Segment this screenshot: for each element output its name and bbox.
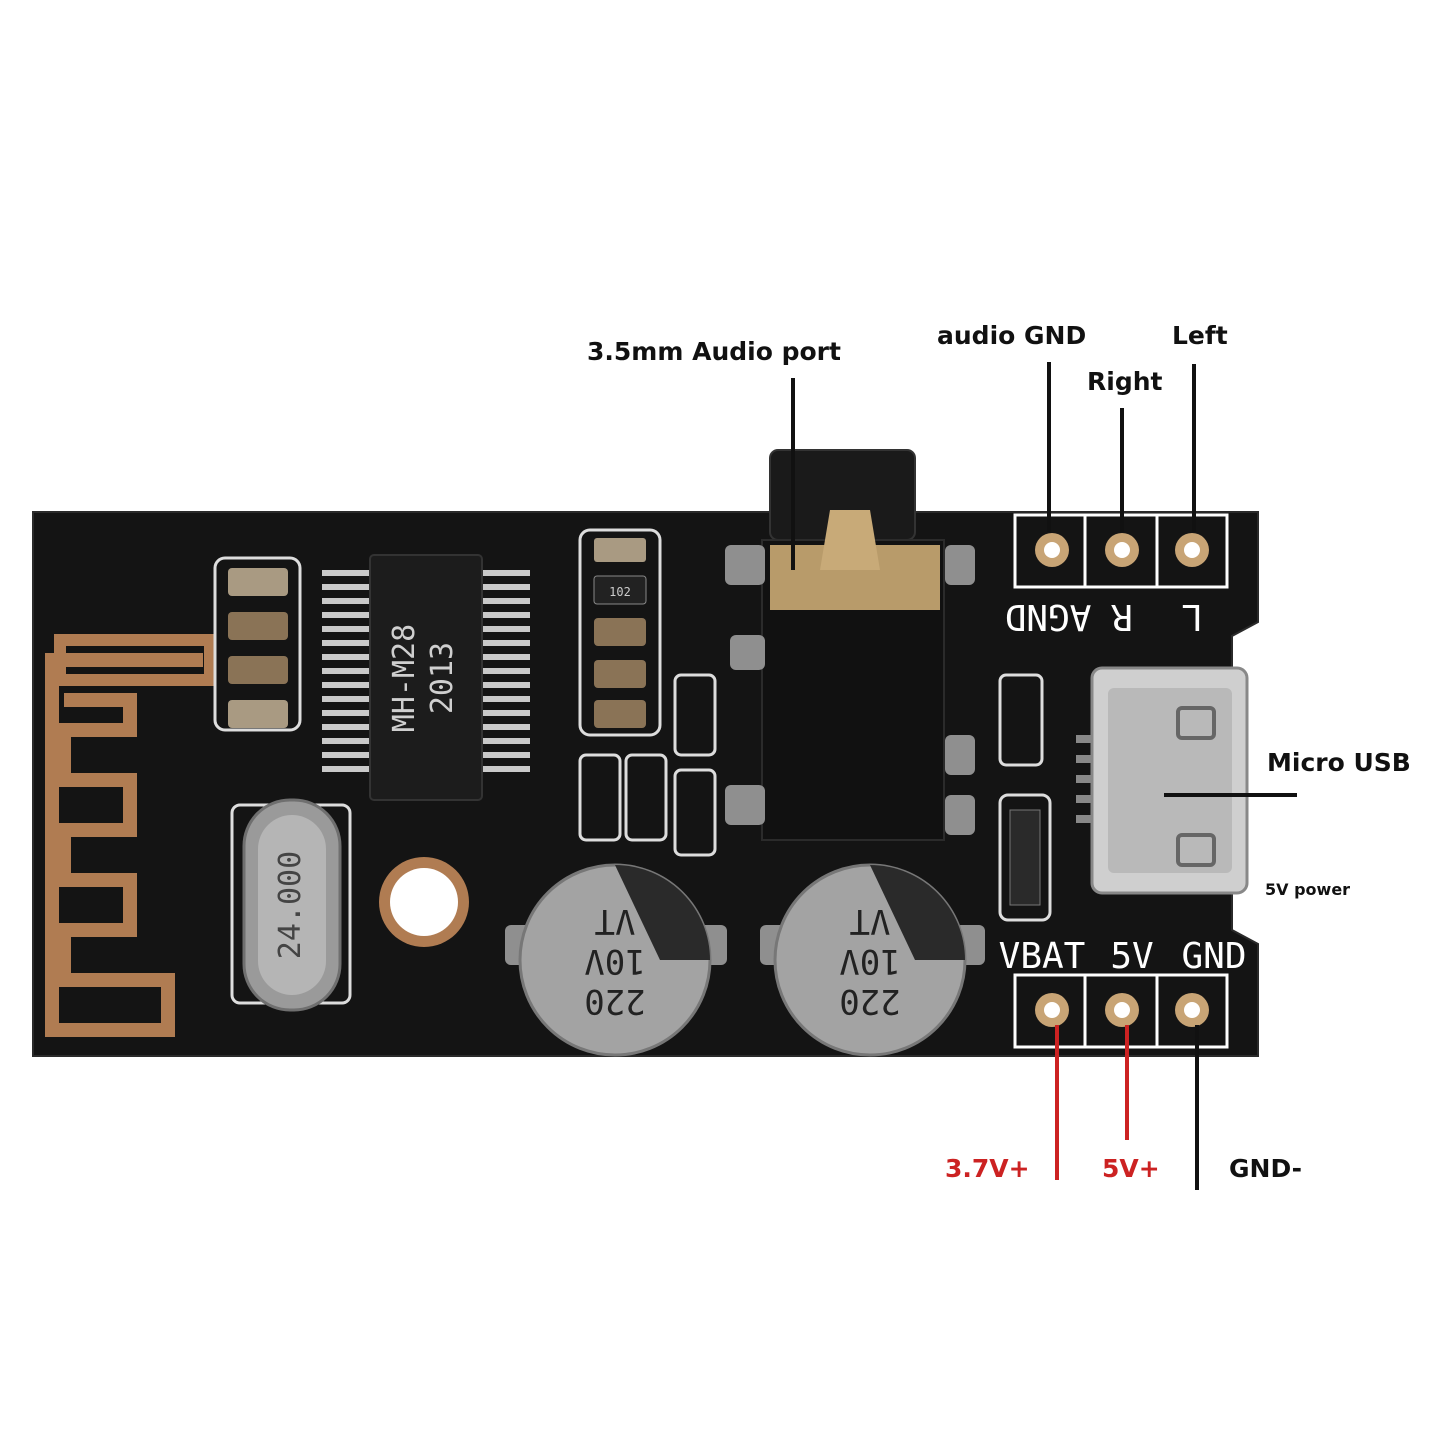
label-3v7-plus: 3.7V+ (945, 1154, 1030, 1183)
label-micro-usb: Micro USB (1267, 748, 1411, 777)
cap1-value: 220 (584, 981, 645, 1021)
chip-marking-model: MH-M28 (387, 624, 422, 732)
cap2-series: VT (850, 901, 891, 941)
antenna-feed (54, 634, 216, 686)
label-gnd-minus: GND- (1229, 1154, 1303, 1183)
resistor-102 (593, 575, 647, 605)
label-5v-plus: 5V+ (1102, 1154, 1160, 1183)
cap2-value: 220 (839, 981, 900, 1021)
chip-pins-left (322, 570, 372, 772)
smd-cap-4 (228, 700, 288, 728)
label-right: Right (1087, 367, 1163, 396)
label-5v-power: 5V power (1265, 880, 1351, 899)
silk-vbat: VBAT (999, 936, 1086, 977)
label-audio-port: 3.5mm Audio port (587, 337, 841, 366)
resistor-code: 102 (609, 585, 631, 599)
silk-5v: 5V (1110, 936, 1153, 977)
cap1-voltage: 10V (584, 941, 645, 981)
smd-cap-2 (228, 612, 288, 640)
smd-cap-1 (228, 568, 288, 596)
cap2-voltage: 10V (839, 941, 900, 981)
silk-gnd: GND (1181, 936, 1246, 977)
crystal-marking: 24.000 (273, 851, 308, 959)
chip-pins-right (480, 570, 530, 772)
silk-r: R (1111, 596, 1133, 637)
cap1-series: VT (595, 901, 636, 941)
status-led (594, 538, 646, 562)
chip-marking-year: 2013 (425, 642, 460, 714)
silk-l: L (1181, 596, 1203, 637)
smd-cap-3 (228, 656, 288, 684)
label-audio-gnd: audio GND (937, 321, 1087, 350)
bluetooth-chip (369, 554, 483, 801)
label-left: Left (1172, 321, 1228, 350)
pcb-antenna-trace (45, 653, 203, 1037)
bottom-header-outline (1013, 973, 1229, 1049)
silk-agnd: AGND (1005, 596, 1092, 637)
audio-jack-spring (770, 545, 940, 610)
